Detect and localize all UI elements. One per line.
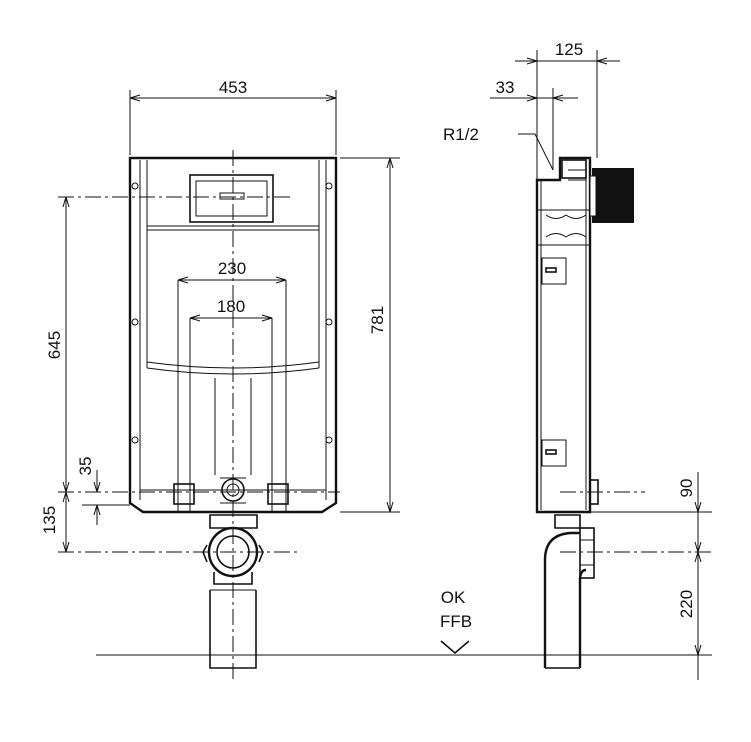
- dim-inlet-depth: 33: [490, 78, 578, 170]
- inlet-valve-block: [589, 168, 634, 223]
- outlet-inner-label: 180: [217, 297, 245, 316]
- outlet-outer-label: 230: [218, 259, 246, 278]
- depth-label: 125: [555, 40, 583, 59]
- floor-reference: OK FFB: [96, 588, 712, 656]
- pipe-column: [214, 378, 252, 475]
- dim-depth: 125: [515, 40, 620, 180]
- dim-135: 135: [40, 491, 70, 553]
- width-label: 453: [219, 78, 247, 97]
- inlet-offset-label: 35: [76, 457, 95, 476]
- dim-outlet-outer: 230: [177, 259, 287, 284]
- inlet-fitting: [220, 477, 246, 504]
- inlet-depth-label: 33: [496, 78, 515, 97]
- centerline-height-label: 645: [45, 331, 64, 359]
- drain-height-side-label: 220: [677, 590, 696, 618]
- dim-outlet-inner: 180: [189, 297, 273, 322]
- floor-label-ok: OK: [441, 588, 466, 607]
- drain-height-front-label: 135: [40, 506, 59, 534]
- dim-height: 781: [340, 157, 400, 513]
- height-label: 781: [368, 306, 387, 334]
- front-view: 453 781 230 180 645: [40, 78, 400, 680]
- drain-offset-label: 90: [677, 479, 696, 498]
- flush-plate-opening: [189, 174, 274, 223]
- side-view: R1/2 125 33: [443, 40, 712, 680]
- fixing-studs: [173, 280, 289, 512]
- side-frame: [535, 156, 592, 514]
- thread-label: R1/2: [443, 125, 479, 144]
- dim-width: 453: [129, 78, 337, 155]
- dim-35: 35: [76, 457, 130, 525]
- dim-645: 645: [45, 196, 70, 493]
- dim-90: 90: [677, 472, 702, 553]
- thread-leader: R1/2: [443, 125, 554, 171]
- side-drain-pipe: [543, 479, 599, 669]
- dim-220: 220: [677, 551, 702, 680]
- floor-label-ffb: FFB: [440, 612, 472, 631]
- floor-marker-icon: [440, 640, 470, 655]
